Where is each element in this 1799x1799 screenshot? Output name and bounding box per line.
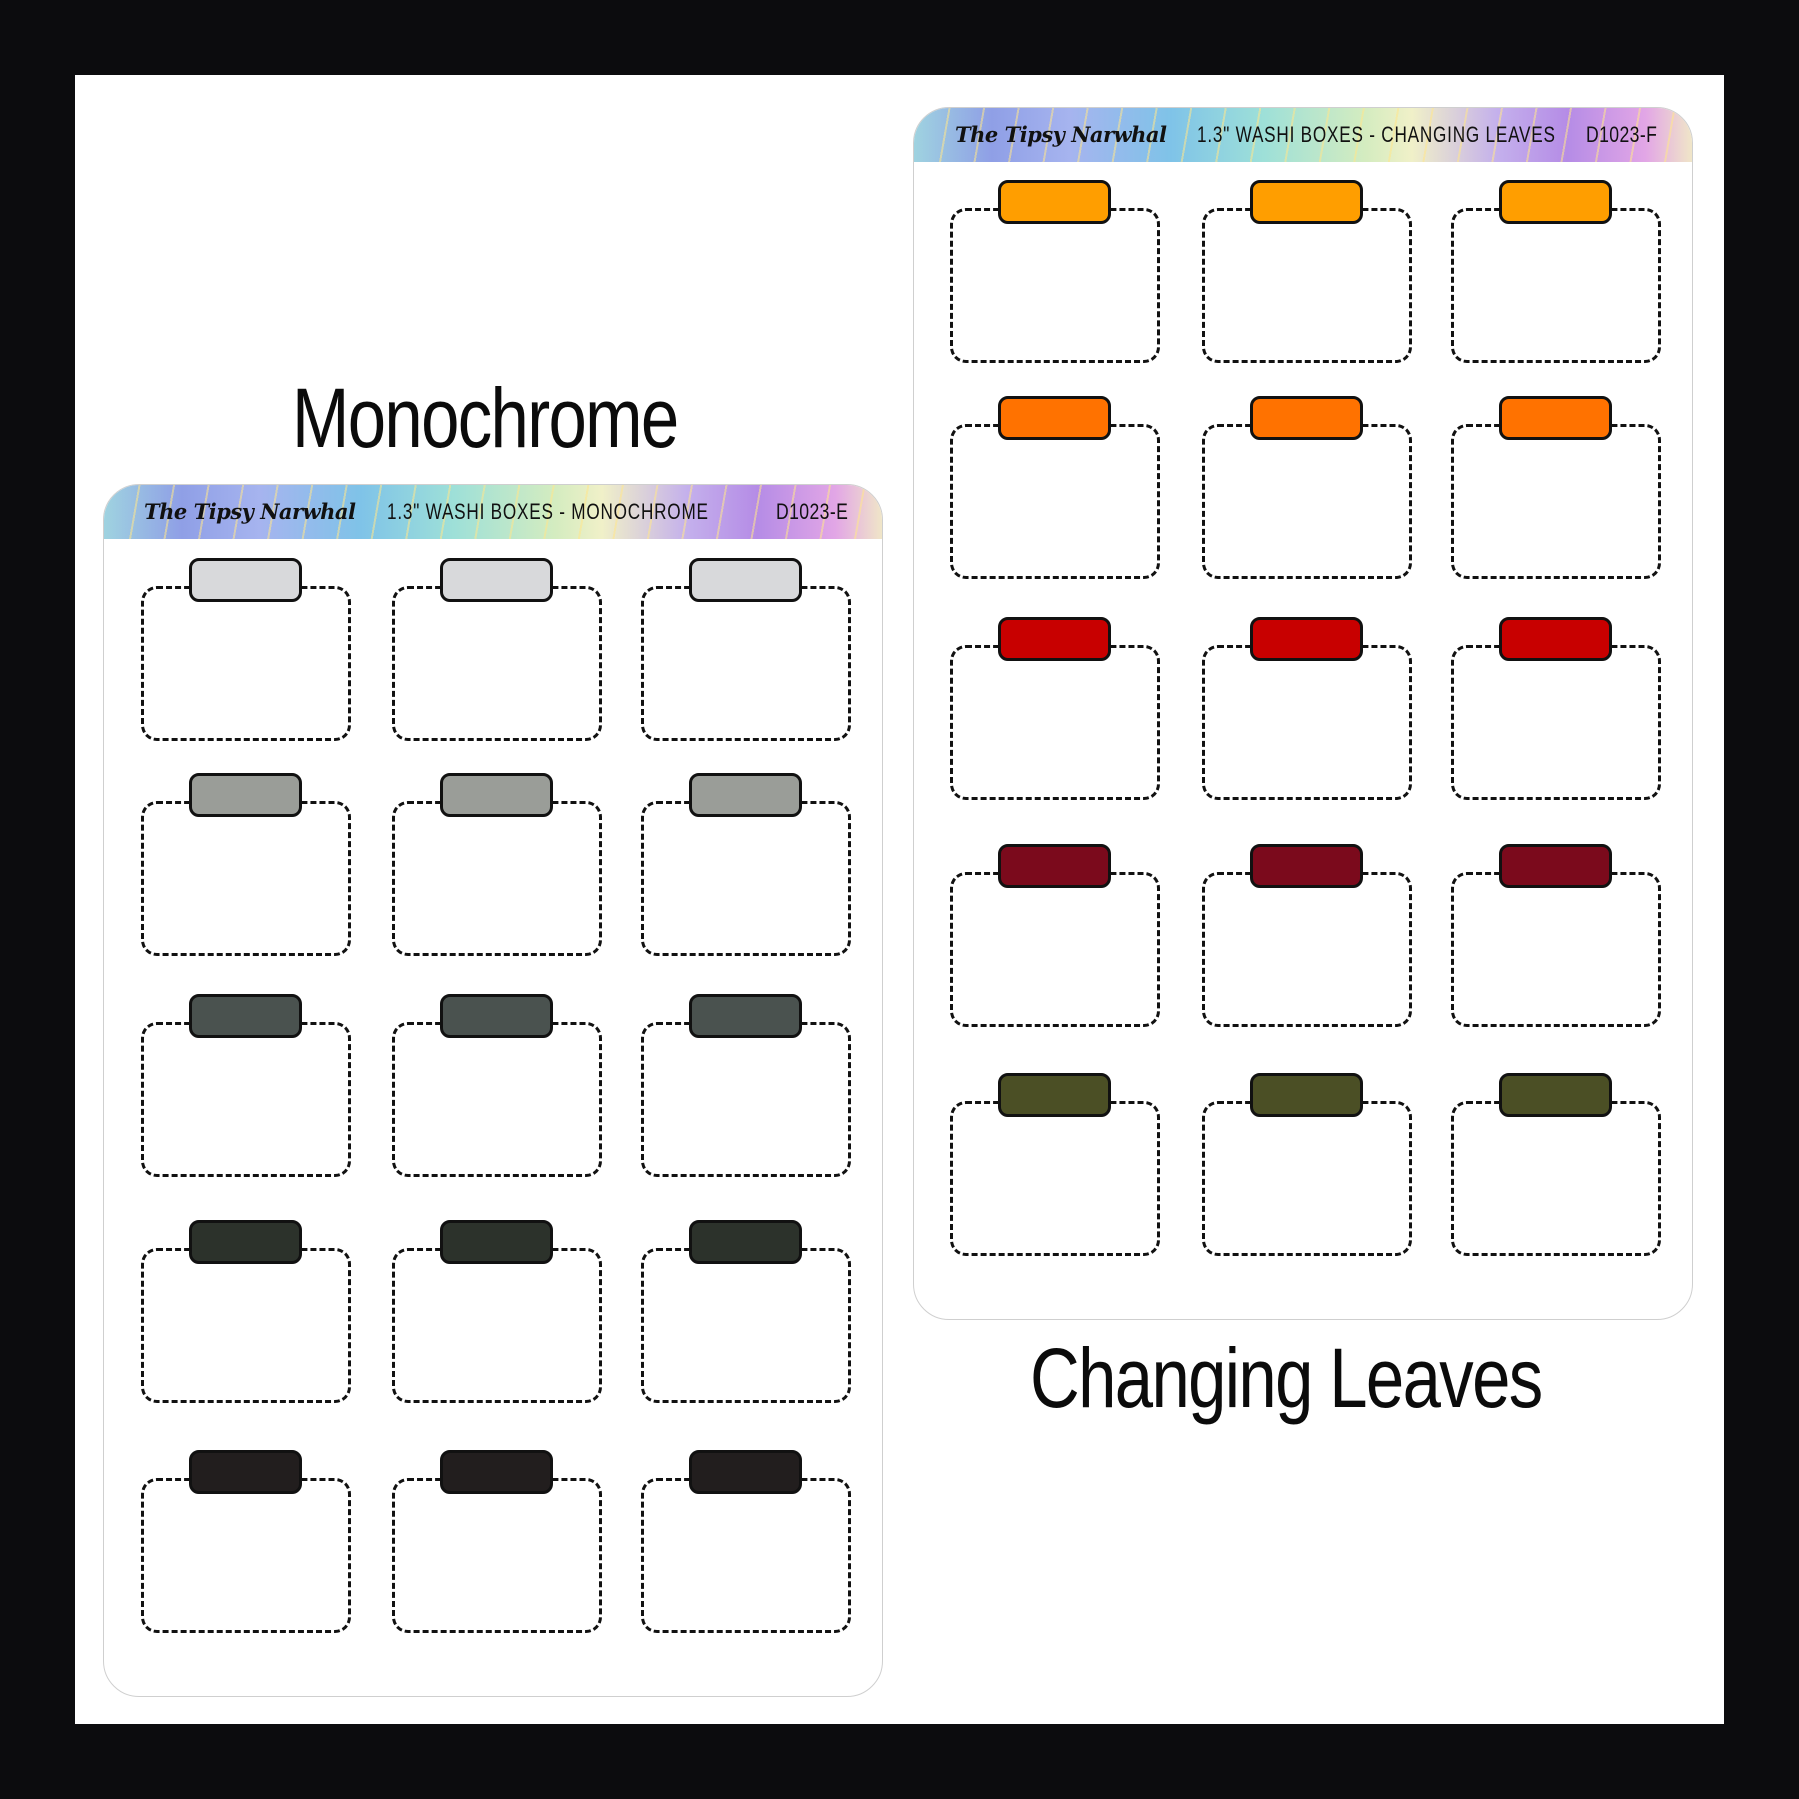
washi-tab-swatch xyxy=(189,1220,302,1264)
washi-tab-swatch xyxy=(440,773,553,817)
washi-box-sticker xyxy=(392,1248,602,1403)
washi-box-sticker xyxy=(141,801,351,956)
monochrome-sticker-sheet: The Tipsy Narwhal 1.3" WASHI BOXES - MON… xyxy=(103,484,883,1697)
washi-box-sticker xyxy=(392,586,602,741)
washi-box-sticker xyxy=(641,1022,851,1177)
washi-box-sticker xyxy=(392,1022,602,1177)
washi-box-sticker xyxy=(1202,872,1412,1027)
brand-name: The Tipsy Narwhal xyxy=(955,122,1167,147)
sheet-header-changing-leaves: The Tipsy Narwhal 1.3" WASHI BOXES - CHA… xyxy=(914,108,1692,162)
sheet-title: 1.3" WASHI BOXES - MONOCHROME xyxy=(387,499,709,524)
washi-box-sticker xyxy=(1202,424,1412,579)
washi-box-sticker xyxy=(141,1248,351,1403)
washi-box-sticker xyxy=(1202,1101,1412,1256)
washi-tab-swatch xyxy=(689,773,802,817)
changing-leaves-label: Changing Leaves xyxy=(1030,1331,1543,1425)
washi-tab-swatch xyxy=(998,844,1111,888)
washi-box-sticker xyxy=(141,1022,351,1177)
washi-box-sticker xyxy=(1451,872,1661,1027)
washi-box-sticker xyxy=(392,1478,602,1633)
washi-box-sticker xyxy=(1451,645,1661,800)
washi-box-sticker xyxy=(950,424,1160,579)
washi-box-sticker xyxy=(392,801,602,956)
washi-box-sticker xyxy=(1451,424,1661,579)
washi-box-sticker xyxy=(950,645,1160,800)
washi-tab-swatch xyxy=(689,558,802,602)
washi-box-sticker xyxy=(1451,1101,1661,1256)
washi-tab-swatch xyxy=(189,773,302,817)
washi-tab-swatch xyxy=(1250,617,1363,661)
monochrome-label: Monochrome xyxy=(292,371,679,465)
washi-tab-swatch xyxy=(1499,844,1612,888)
washi-tab-swatch xyxy=(1250,180,1363,224)
washi-tab-swatch xyxy=(189,1450,302,1494)
washi-tab-swatch xyxy=(440,558,553,602)
washi-tab-swatch xyxy=(998,1073,1111,1117)
washi-tab-swatch xyxy=(1250,844,1363,888)
product-code: D1023-E xyxy=(776,499,849,524)
washi-box-sticker xyxy=(141,586,351,741)
washi-tab-swatch xyxy=(189,558,302,602)
washi-tab-swatch xyxy=(689,1450,802,1494)
washi-box-sticker xyxy=(1451,208,1661,363)
washi-tab-swatch xyxy=(189,994,302,1038)
washi-box-sticker xyxy=(950,1101,1160,1256)
brand-name: The Tipsy Narwhal xyxy=(144,499,356,524)
washi-tab-swatch xyxy=(1250,396,1363,440)
washi-box-sticker xyxy=(950,872,1160,1027)
washi-tab-swatch xyxy=(998,617,1111,661)
washi-box-sticker xyxy=(950,208,1160,363)
product-code: D1023-F xyxy=(1586,122,1658,147)
changing-leaves-sticker-sheet: The Tipsy Narwhal 1.3" WASHI BOXES - CHA… xyxy=(913,107,1693,1320)
washi-tab-swatch xyxy=(440,1220,553,1264)
washi-box-sticker xyxy=(641,1478,851,1633)
washi-tab-swatch xyxy=(440,994,553,1038)
washi-box-sticker xyxy=(141,1478,351,1633)
washi-box-sticker xyxy=(641,1248,851,1403)
washi-box-sticker xyxy=(641,586,851,741)
washi-tab-swatch xyxy=(1499,1073,1612,1117)
washi-box-sticker xyxy=(1202,208,1412,363)
sheet-header-monochrome: The Tipsy Narwhal 1.3" WASHI BOXES - MON… xyxy=(104,485,882,539)
washi-tab-swatch xyxy=(689,994,802,1038)
washi-tab-swatch xyxy=(998,180,1111,224)
washi-tab-swatch xyxy=(1499,617,1612,661)
washi-tab-swatch xyxy=(1250,1073,1363,1117)
sheet-title: 1.3" WASHI BOXES - CHANGING LEAVES xyxy=(1197,122,1556,147)
washi-tab-swatch xyxy=(1499,180,1612,224)
washi-box-sticker xyxy=(641,801,851,956)
washi-box-sticker xyxy=(1202,645,1412,800)
washi-tab-swatch xyxy=(998,396,1111,440)
washi-tab-swatch xyxy=(1499,396,1612,440)
washi-tab-swatch xyxy=(440,1450,553,1494)
washi-tab-swatch xyxy=(689,1220,802,1264)
